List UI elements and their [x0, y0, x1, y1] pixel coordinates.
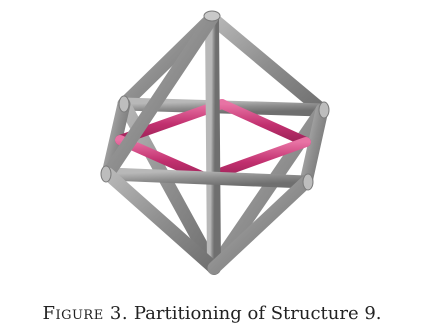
rod-bottom-front-left: [101, 167, 221, 275]
cap-front-left: [100, 165, 112, 183]
cap-front-right: [302, 173, 314, 191]
partition-rod-top-right: [217, 99, 311, 147]
cap-back-right: [318, 101, 330, 119]
figure-caption: Figure 3. Partitioning of Structure 9.: [0, 303, 424, 324]
rod-top-front-left: [101, 11, 219, 181]
rod-right-edge: [299, 103, 329, 189]
rod-front-edge: [101, 167, 313, 189]
rod-vertical-axis: [205, 11, 221, 275]
cap-back-left: [118, 95, 130, 113]
front-rods: [101, 11, 313, 275]
figure-caption-text: Partitioning of Structure 9.: [133, 303, 382, 324]
octahedron-structure-diagram: [100, 10, 330, 275]
rod-top-back-right: [205, 11, 329, 117]
rod-bottom-front-right: [207, 175, 313, 275]
figure-caption-label: Figure 3.: [42, 303, 129, 324]
partition-rod-right-bottom: [201, 137, 311, 183]
rod-end-caps: [100, 10, 330, 191]
cap-top-apex: [203, 10, 221, 22]
